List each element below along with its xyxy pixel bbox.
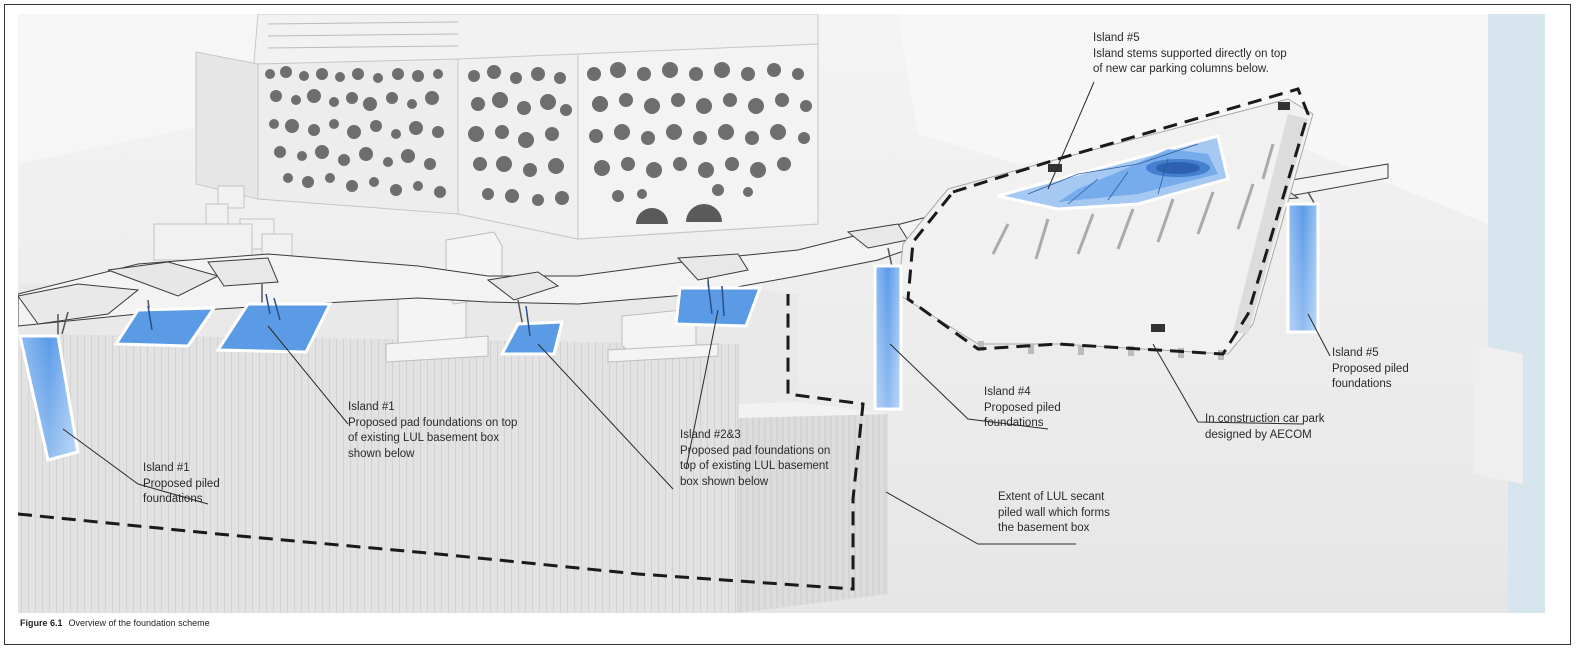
label-island1-piles: Island #1 Proposed piled foundations bbox=[143, 461, 220, 508]
label-secant-wall: Extent of LUL secant piled wall which fo… bbox=[998, 490, 1110, 537]
leader-island23-pads-b bbox=[685, 309, 719, 470]
label-island4-piles: Island #4 Proposed piled foundations bbox=[984, 385, 1061, 432]
pad-foundations bbox=[113, 286, 763, 356]
leader-lines bbox=[62, 81, 1331, 545]
label-line: Proposed piled bbox=[984, 401, 1061, 414]
foundation-scheme-diagram: Island #5 Island stems supported directl… bbox=[18, 14, 1545, 613]
basement-box bbox=[18, 274, 888, 613]
label-line: box shown below bbox=[680, 475, 769, 488]
label-island5-stems: Island #5 Island stems supported directl… bbox=[1093, 31, 1287, 78]
leader-island5-piles bbox=[1307, 313, 1331, 357]
label-line: Proposed piled bbox=[1332, 362, 1409, 375]
island3-pad bbox=[674, 286, 763, 328]
leader-island5-stems bbox=[1047, 81, 1095, 190]
island5-piles bbox=[1286, 202, 1320, 334]
quay-block bbox=[1473, 344, 1523, 484]
label-title: Island #1 bbox=[143, 462, 190, 474]
label-line: foundations bbox=[984, 417, 1044, 429]
label-line: Proposed piled bbox=[143, 477, 220, 490]
perforated-building bbox=[195, 14, 819, 240]
leader-car-park bbox=[1152, 343, 1304, 425]
island5-stem-platform bbox=[997, 134, 1230, 211]
leader-island4-piles bbox=[889, 343, 1049, 430]
dashed-outlines bbox=[18, 87, 1310, 591]
secant-wall-outline bbox=[18, 294, 865, 591]
leader-island23-pads-a bbox=[537, 343, 674, 490]
label-line: piled wall which forms bbox=[998, 506, 1110, 519]
label-line: designed by AECOM bbox=[1205, 428, 1312, 441]
label-island23-pads: Island #2&3 Proposed pad foundations on … bbox=[680, 428, 830, 490]
label-island1-pad: Island #1 Proposed pad foundations on to… bbox=[348, 400, 517, 462]
figure-caption: Figure 6.1 Overview of the foundation sch… bbox=[20, 618, 210, 628]
leader-island1-piles bbox=[62, 428, 209, 505]
label-line: In construction car park bbox=[1205, 413, 1325, 425]
caption-text: Overview of the foundation scheme bbox=[68, 618, 210, 628]
label-line: Island stems supported directly on top bbox=[1093, 47, 1287, 60]
label-line: top of existing LUL basement bbox=[680, 460, 829, 472]
label-title: Island #2&3 bbox=[680, 429, 741, 441]
water bbox=[1488, 14, 1545, 613]
label-island5-piles: Island #5 Proposed piled foundations bbox=[1332, 346, 1409, 393]
label-title: Island #5 bbox=[1093, 32, 1140, 44]
label-line: of existing LUL basement box bbox=[348, 432, 500, 444]
car-park-outline bbox=[906, 87, 1310, 356]
island1-pad-b bbox=[215, 302, 333, 354]
island1-pad-a bbox=[113, 306, 217, 348]
building-perforations bbox=[265, 62, 812, 206]
diagram-svg bbox=[18, 14, 1545, 613]
label-title: Island #4 bbox=[984, 386, 1031, 398]
label-title: Island #5 bbox=[1332, 347, 1379, 359]
label-line: of new car parking columns below. bbox=[1093, 63, 1269, 75]
label-line: Proposed pad foundations on top bbox=[348, 416, 518, 429]
label-line: Proposed pad foundations on bbox=[680, 444, 831, 457]
leader-island1-pad bbox=[267, 325, 349, 425]
background-massing bbox=[18, 14, 318, 164]
label-line: shown below bbox=[348, 447, 415, 460]
label-line: foundations bbox=[1332, 378, 1392, 390]
piled-foundations bbox=[18, 202, 1320, 462]
island4-piles bbox=[873, 264, 903, 411]
leader-secant-wall bbox=[885, 491, 1076, 545]
label-car-park: In construction car park designed by AEC… bbox=[1205, 412, 1325, 443]
island2-pad bbox=[499, 320, 564, 356]
label-line: Extent of LUL secant bbox=[998, 491, 1105, 503]
label-title: Island #1 bbox=[348, 401, 395, 413]
label-line: foundations bbox=[143, 493, 203, 505]
label-line: the basement box bbox=[998, 522, 1090, 534]
rooftop-boxes bbox=[153, 185, 293, 261]
caption-number: Figure 6.1 bbox=[20, 618, 63, 628]
